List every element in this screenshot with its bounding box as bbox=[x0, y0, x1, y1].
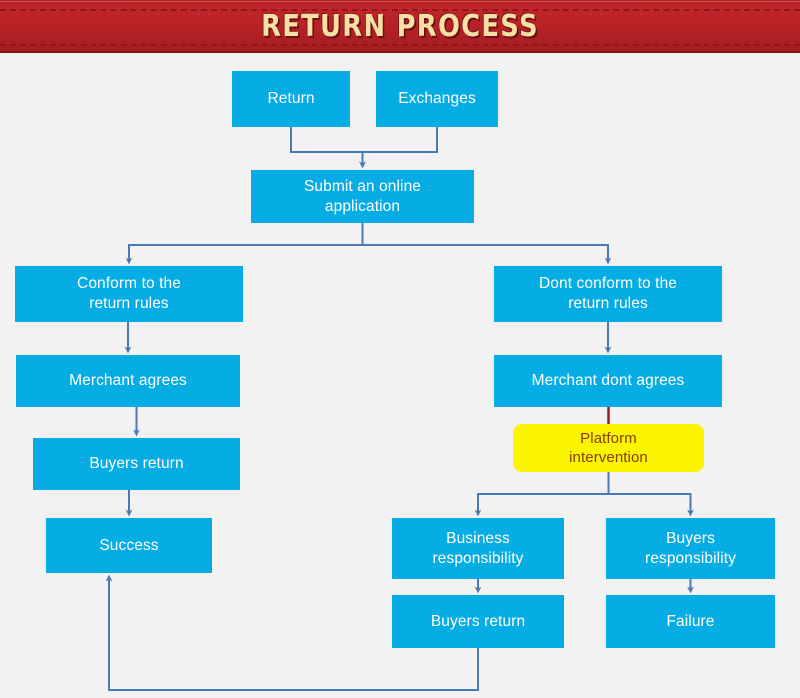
connector bbox=[291, 127, 363, 165]
node-label: Buyers responsibility bbox=[645, 529, 736, 569]
page-title: RETURN PROCESS bbox=[56, 0, 744, 53]
diagram-canvas: Return ExchangesSubmit an online applicat… bbox=[0, 53, 800, 698]
node-success[interactable]: Success bbox=[46, 518, 212, 573]
node-label: Buyers return bbox=[89, 454, 183, 474]
node-label: Conform to the return rules bbox=[77, 274, 181, 314]
node-dont-conform[interactable]: Dont conform to the return rules bbox=[494, 266, 722, 322]
node-label: Merchant dont agrees bbox=[532, 371, 685, 391]
node-merchant-dont[interactable]: Merchant dont agrees bbox=[494, 355, 722, 407]
node-buyers-return-r[interactable]: Buyers return bbox=[392, 595, 564, 648]
node-label: Failure bbox=[666, 612, 714, 632]
node-label: Platform intervention bbox=[569, 429, 648, 467]
node-label: Merchant agrees bbox=[69, 371, 187, 391]
node-buyers-return-l[interactable]: Buyers return bbox=[33, 438, 240, 490]
node-business-resp[interactable]: Business responsibility bbox=[392, 518, 564, 579]
node-label: Exchanges bbox=[398, 89, 476, 109]
node-label: Submit an online application bbox=[304, 177, 421, 217]
connector bbox=[363, 223, 609, 261]
node-merchant-agrees[interactable]: Merchant agrees bbox=[16, 355, 240, 407]
node-return[interactable]: Return bbox=[232, 71, 350, 127]
node-label: Buyers return bbox=[431, 612, 525, 632]
node-label: Business responsibility bbox=[433, 529, 524, 569]
node-label: Return bbox=[267, 89, 314, 109]
node-platform[interactable]: Platform intervention bbox=[513, 424, 704, 472]
node-buyers-resp[interactable]: Buyers responsibility bbox=[606, 518, 775, 579]
connector bbox=[363, 127, 438, 165]
node-failure[interactable]: Failure bbox=[606, 595, 775, 648]
node-conform[interactable]: Conform to the return rules bbox=[15, 266, 243, 322]
connector bbox=[129, 223, 363, 261]
node-submit[interactable]: Submit an online application bbox=[251, 170, 474, 223]
node-label: Success bbox=[99, 536, 158, 556]
connector bbox=[478, 472, 609, 513]
node-label: Dont conform to the return rules bbox=[539, 274, 677, 314]
header-banner: RETURN PROCESS bbox=[0, 0, 800, 53]
node-exchanges[interactable]: Exchanges bbox=[376, 71, 498, 127]
connector bbox=[609, 472, 691, 513]
